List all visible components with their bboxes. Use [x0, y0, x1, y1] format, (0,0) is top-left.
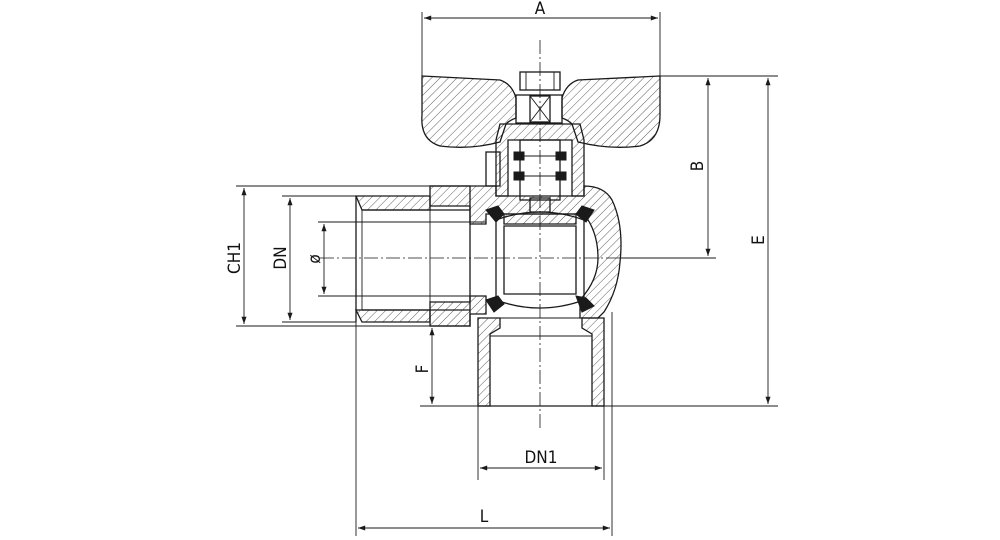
dim-label-a: A	[535, 0, 546, 19]
valve-body	[429, 185, 622, 327]
extension-lines	[236, 12, 778, 536]
left-inlet	[354, 195, 470, 323]
dim-label-e: E	[749, 235, 769, 245]
butterfly-handle	[421, 75, 661, 148]
dim-label-ch1: CH1	[225, 242, 245, 274]
dim-label-dn: DN	[271, 246, 291, 269]
bottom-outlet	[477, 317, 605, 407]
dim-label-b: B	[688, 161, 708, 172]
dimension-lines	[241, 15, 771, 531]
dim-label-l: L	[480, 507, 489, 527]
dim-label-f: F	[413, 365, 433, 374]
dim-label-dn1: DN1	[525, 448, 558, 468]
dim-label-diameter: ø	[305, 254, 325, 263]
